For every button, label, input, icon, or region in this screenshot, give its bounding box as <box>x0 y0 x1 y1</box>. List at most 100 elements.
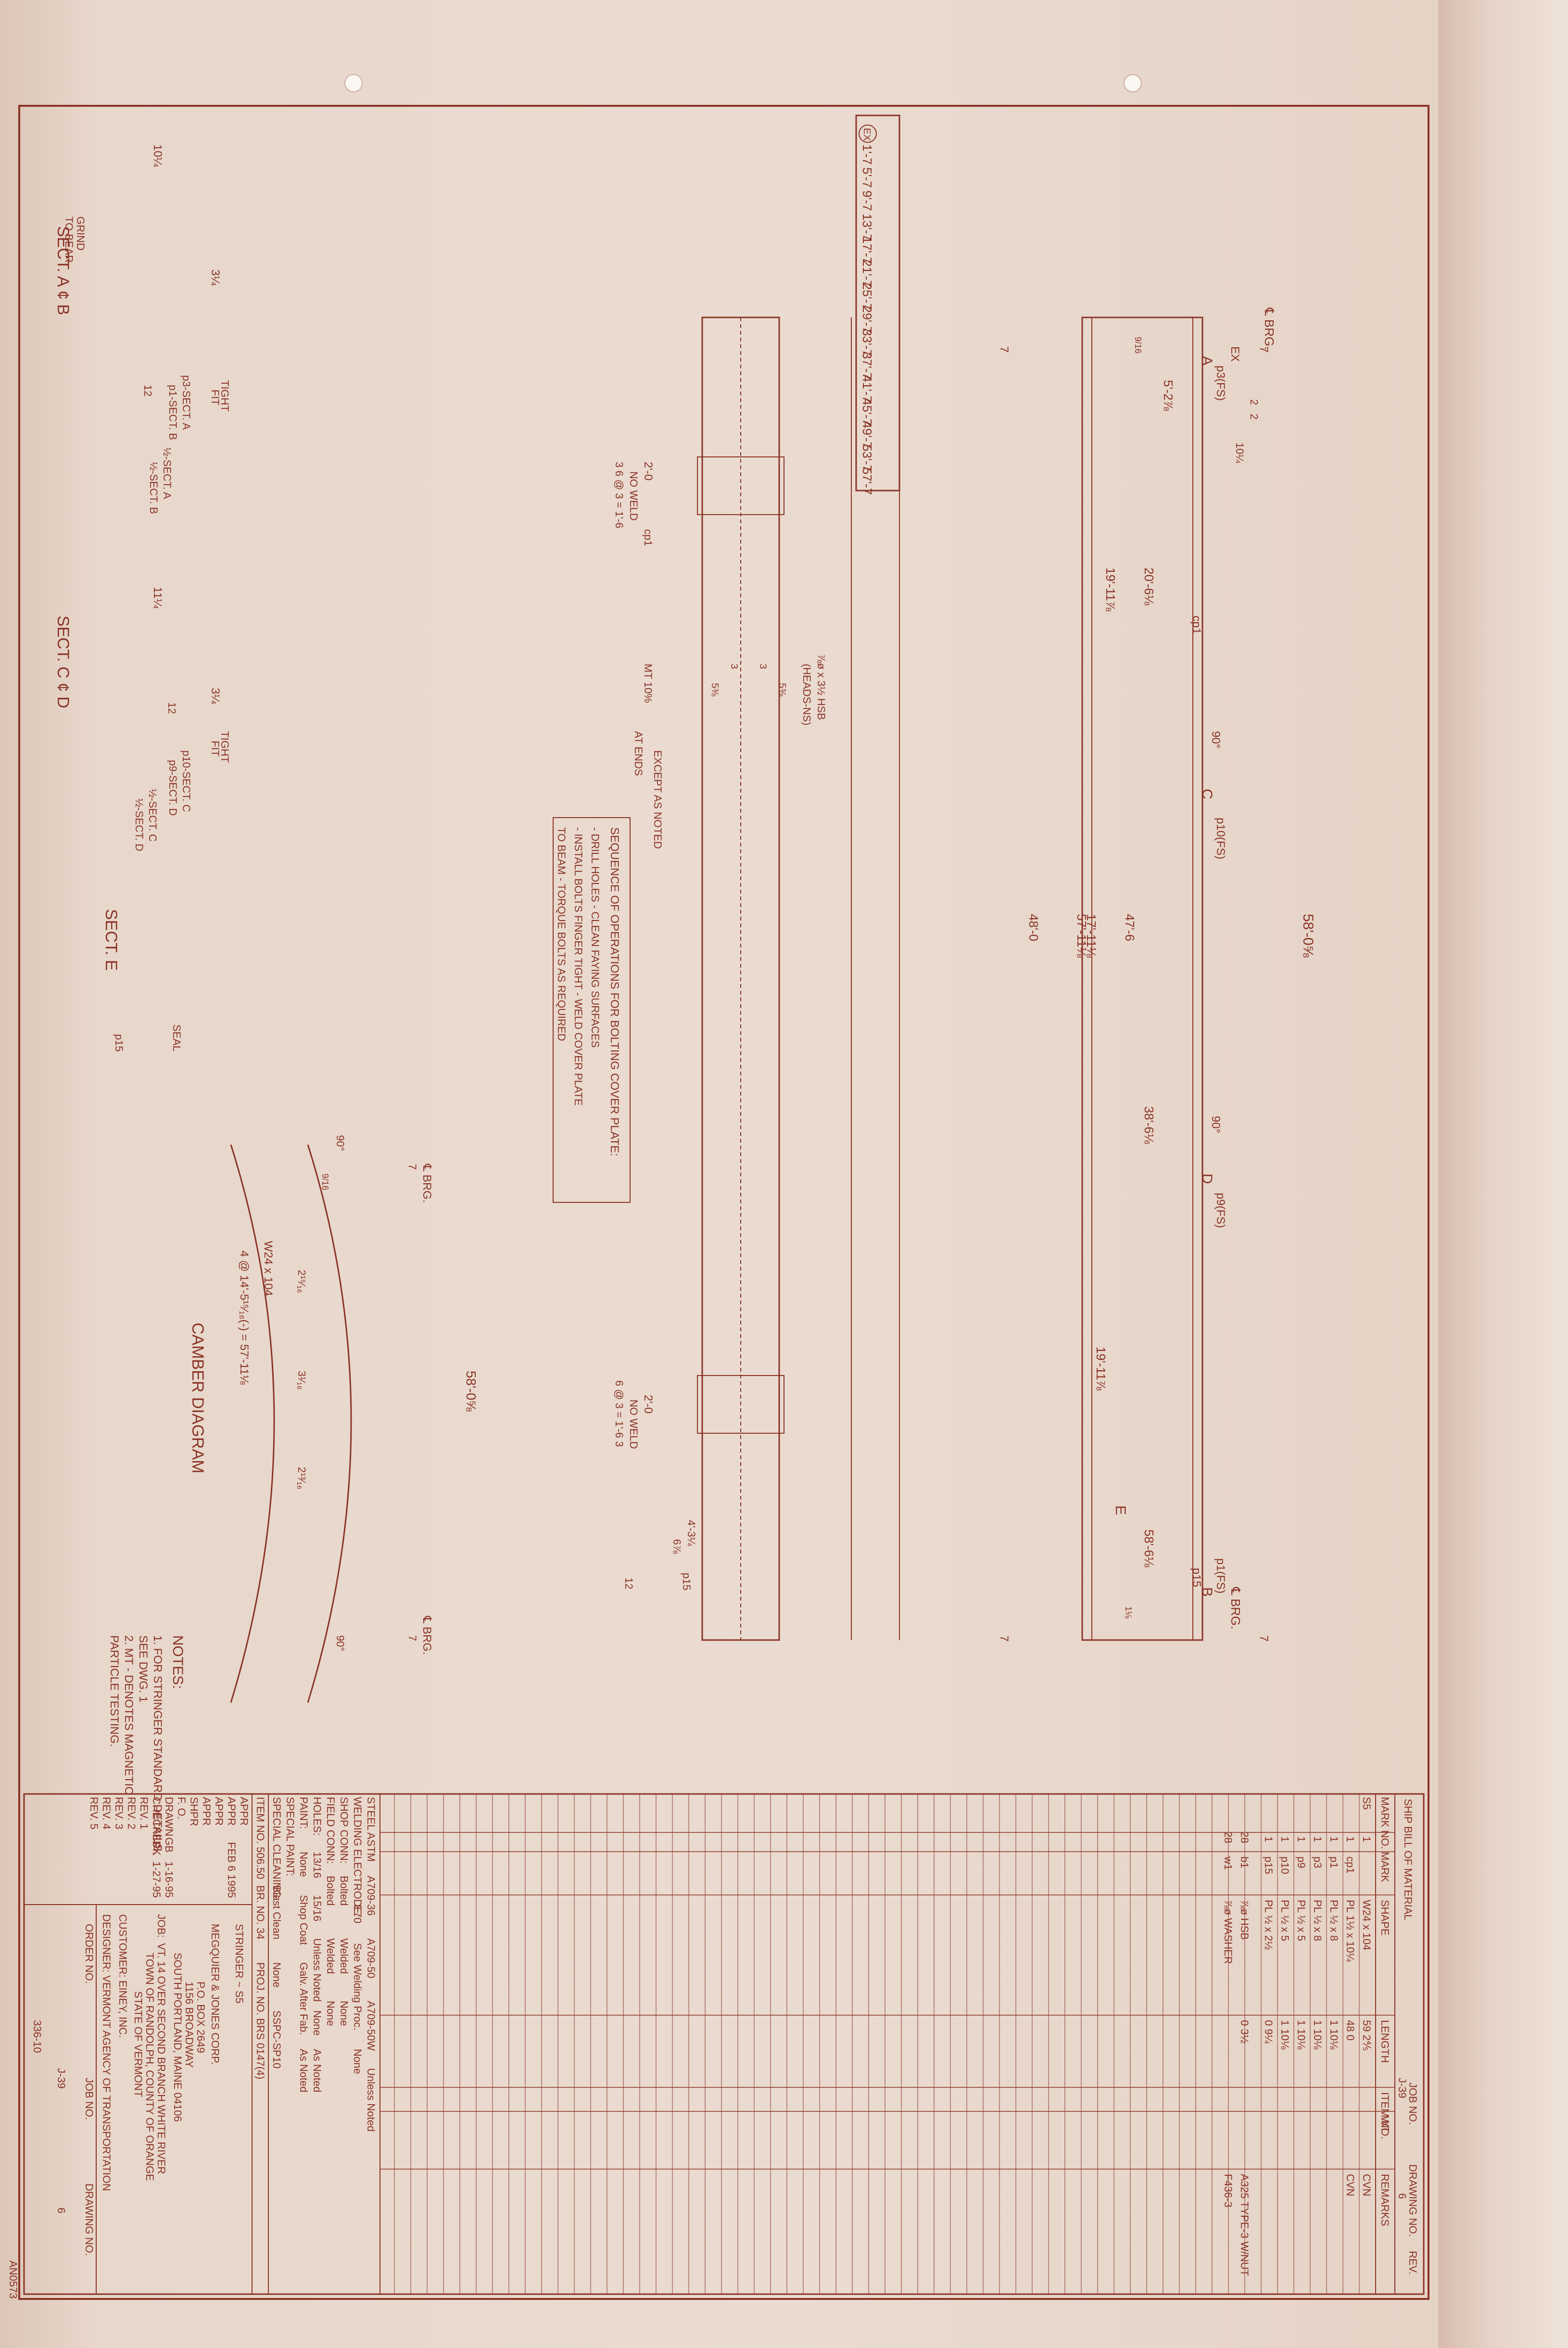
overall-length: 58'-0⅝ <box>1300 914 1316 958</box>
svg-text:28: 28 <box>1222 1831 1234 1843</box>
svg-text:PL ½ x 8: PL ½ x 8 <box>1328 1900 1340 1941</box>
col-length: LENGTH <box>1379 2020 1391 2063</box>
svg-text:58'-6⅛: 58'-6⅛ <box>1142 1529 1156 1567</box>
svg-text:5⅜: 5⅜ <box>777 683 787 696</box>
svg-text:ITEM NO. 506.50: ITEM NO. 506.50 <box>254 1797 266 1879</box>
svg-text:Welded: Welded <box>325 1938 337 1974</box>
svg-text:None: None <box>298 1852 310 1877</box>
job-no: J-39 <box>1396 2078 1408 2098</box>
svg-text:PROJ. NO. BRS 0147(4): PROJ. NO. BRS 0147(4) <box>254 1962 266 2079</box>
svg-text:3 6 @ 3 = 1'-6: 3 6 @ 3 = 1'-6 <box>613 462 625 528</box>
svg-text:0 3½: 0 3½ <box>1239 2020 1251 2044</box>
svg-text:Unless Noted: Unless Noted <box>365 2068 377 2132</box>
svg-text:1 10⅛: 1 10⅛ <box>1328 2020 1340 2050</box>
svg-text:APPR: APPR <box>213 1797 225 1826</box>
svg-text:p10: p10 <box>1279 1856 1291 1874</box>
svg-text:PL ½ x 5: PL ½ x 5 <box>1295 1900 1307 1941</box>
svg-text:cp1: cp1 <box>1344 1856 1356 1873</box>
svg-text:p10-SECT. C: p10-SECT. C <box>180 750 192 812</box>
bill-of-material: SHIP BILL OF MATERIAL JOB NO. J-39 DRAWI… <box>7 1793 1425 2299</box>
svg-text:p1-SECT. B: p1-SECT. B <box>167 385 179 440</box>
col-item: ITEM NO. <box>1379 2092 1391 2139</box>
bom-grid <box>380 1794 1395 2294</box>
svg-text:b1: b1 <box>1239 1856 1251 1868</box>
svg-text:90°: 90° <box>1209 731 1222 748</box>
svg-text:1 10⅛: 1 10⅛ <box>1279 2020 1291 2050</box>
section-ab: SECT. A ¢ B 10¼ 3¼ TIGHT FIT p3-SECT. A … <box>54 144 231 514</box>
svg-text:p3(FS): p3(FS) <box>1214 366 1227 401</box>
svg-text:(HEADS-NS): (HEADS-NS) <box>801 664 813 725</box>
svg-text:1 10⅛: 1 10⅛ <box>1312 2020 1324 2050</box>
svg-text:PL ½ x 5: PL ½ x 5 <box>1279 1900 1291 1941</box>
svg-text:PL ½ x 8: PL ½ x 8 <box>1312 1900 1324 1941</box>
svg-text:1156 BROADWAY: 1156 BROADWAY <box>183 1982 195 2068</box>
title-drawing-no: 6 <box>55 2208 67 2213</box>
svg-text:57'-7: 57'-7 <box>860 467 874 495</box>
svg-text:PARTICLE TESTING.: PARTICLE TESTING. <box>108 1635 121 1747</box>
svg-text:EX: EX <box>1228 346 1241 362</box>
svg-text:49'-7: 49'-7 <box>860 421 874 449</box>
svg-text:21'-7: 21'-7 <box>860 260 874 287</box>
svg-text:FEB 6 1995: FEB 6 1995 <box>226 1842 238 1898</box>
svg-text:CUSTOMER: EINEY, INC.: CUSTOMER: EINEY, INC. <box>117 1914 129 2038</box>
svg-text:48 0: 48 0 <box>1344 2020 1356 2041</box>
job-no-label: JOB NO. <box>1407 2083 1419 2125</box>
svg-text:5⅜: 5⅜ <box>709 683 720 696</box>
svg-text:As Noted: As Noted <box>298 2049 310 2093</box>
svg-text:47'-6: 47'-6 <box>1123 914 1137 941</box>
svg-text:7: 7 <box>998 1635 1011 1641</box>
svg-text:B: B <box>1199 1587 1215 1597</box>
svg-text:12: 12 <box>623 1578 635 1589</box>
svg-text:CAMBER DIAGRAM: CAMBER DIAGRAM <box>189 1323 207 1474</box>
svg-text:None: None <box>311 2010 323 2036</box>
svg-text:1: 1 <box>1328 1836 1340 1842</box>
svg-text:SHPR: SHPR <box>188 1797 200 1826</box>
svg-text:REV. 5: REV. 5 <box>88 1797 100 1830</box>
svg-text:D: D <box>1199 1174 1215 1184</box>
svg-text:F. O.: F. O. <box>176 1797 188 1819</box>
svg-text:p3-SECT. A: p3-SECT. A <box>180 375 192 430</box>
svg-text:WELDING ELECTRODE:: WELDING ELECTRODE: <box>352 1797 364 1917</box>
svg-text:41'-7: 41'-7 <box>860 375 874 403</box>
svg-text:p3: p3 <box>1312 1856 1324 1868</box>
paper-edge <box>1438 0 1568 2348</box>
svg-text:12: 12 <box>166 702 178 714</box>
svg-text:25'-7: 25'-7 <box>860 283 874 310</box>
svg-text:38'-6⅛: 38'-6⅛ <box>1142 1106 1156 1144</box>
svg-text:NOTES:: NOTES: <box>170 1635 186 1689</box>
svg-text:5'-2⅞: 5'-2⅞ <box>1161 380 1176 411</box>
camber-diagram: CAMBER DIAGRAM 58'-0⅝ W24 x 104 4 @ 14'-… <box>189 1135 479 1703</box>
svg-text:1: 1 <box>1295 1836 1307 1842</box>
svg-text:STEEL ASTM: STEEL ASTM <box>365 1797 377 1862</box>
svg-text:1: 1 <box>1361 1836 1373 1842</box>
notes: NOTES: 1. FOR STRINGER STANDARD DETAILS,… <box>108 1635 186 1855</box>
svg-text:7: 7 <box>406 1635 418 1641</box>
svg-text:1. FOR STRINGER STANDARD DETAI: 1. FOR STRINGER STANDARD DETAILS, <box>151 1635 164 1855</box>
svg-text:SECT. A ¢ B: SECT. A ¢ B <box>54 226 72 315</box>
rotated-drawing: SHIP BILL OF MATERIAL JOB NO. J-39 DRAWI… <box>7 105 1429 2300</box>
svg-text:4 @ 14'-5¹⁵⁄₁₆(-) = 57'-11⅛: 4 @ 14'-5¹⁵⁄₁₆(-) = 57'-11⅛ <box>238 1250 251 1385</box>
svg-text:p15: p15 <box>1263 1856 1275 1874</box>
svg-text:w1: w1 <box>1222 1856 1234 1870</box>
spec-block: STEEL ASTM A709-36 A709-50 A709-50W Unle… <box>252 1794 380 2294</box>
svg-text:3¼: 3¼ <box>209 269 222 286</box>
svg-text:59 2⅘: 59 2⅘ <box>1361 2020 1373 2051</box>
svg-text:½-SECT. D: ½-SECT. D <box>133 798 145 851</box>
svg-text:MT 10%: MT 10% <box>642 664 654 703</box>
svg-text:None: None <box>338 2001 350 2026</box>
bom-title: SHIP BILL OF MATERIAL <box>1402 1799 1414 1920</box>
svg-text:p9-SECT. D: p9-SECT. D <box>167 760 179 816</box>
svg-text:p1(FS): p1(FS) <box>1214 1558 1227 1593</box>
svg-text:W24 x 104: W24 x 104 <box>1361 1900 1373 1950</box>
svg-text:7: 7 <box>998 346 1011 353</box>
svg-text:REV. 1: REV. 1 <box>138 1797 150 1830</box>
svg-text:1'-7: 1'-7 <box>860 144 874 165</box>
svg-text:E70: E70 <box>352 1905 364 1923</box>
svg-text:None: None <box>352 2049 364 2074</box>
svg-text:SPECIAL CLEANING:: SPECIAL CLEANING: <box>271 1797 283 1901</box>
svg-text:9/16: 9/16 <box>320 1174 330 1190</box>
